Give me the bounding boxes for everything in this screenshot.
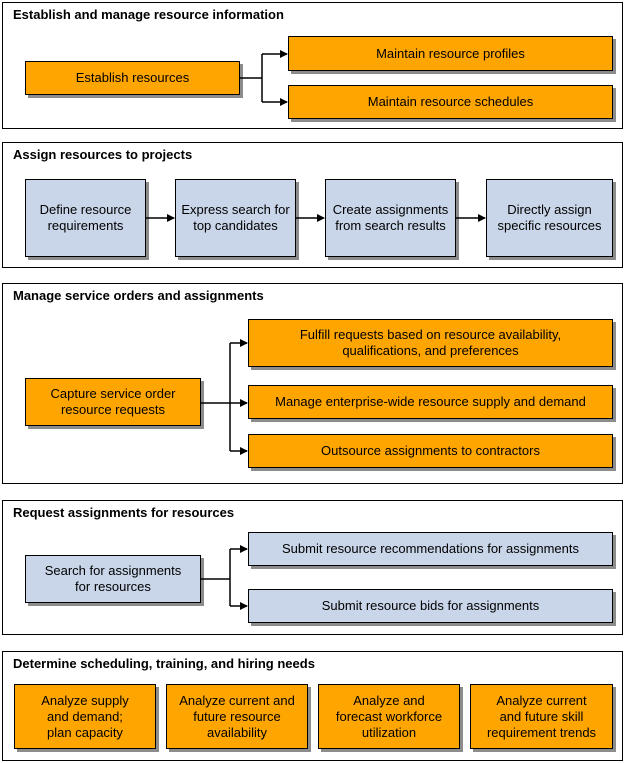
box-label: Submit resource bids for assignments xyxy=(321,598,540,613)
capture-service-order-box[interactable]: Capture service order resource requests xyxy=(25,378,201,426)
box-label: Analyze and forecast workforce utilizati… xyxy=(335,692,443,740)
section-title: Determine scheduling, training, and hiri… xyxy=(13,656,315,671)
maintain-resource-profiles-box[interactable]: Maintain resource profiles xyxy=(288,36,613,71)
box-label: Maintain resource schedules xyxy=(367,94,534,109)
maintain-resource-schedules-box[interactable]: Maintain resource schedules xyxy=(288,85,613,119)
directly-assign-box[interactable]: Directly assign specific resources xyxy=(486,179,613,257)
create-assignments-box[interactable]: Create assignments from search results xyxy=(325,179,456,257)
box-label: Search for assignments for resources xyxy=(44,563,182,594)
box-label: Analyze current and future resource avai… xyxy=(179,692,295,740)
box-label: Submit resource recommendations for assi… xyxy=(282,541,579,556)
search-assignments-box[interactable]: Search for assignments for resources xyxy=(25,555,201,603)
analyze-resource-availability-box[interactable]: Analyze current and future resource avai… xyxy=(166,684,308,749)
analyze-supply-demand-box[interactable]: Analyze supply and demand; plan capacity xyxy=(14,684,156,749)
section-title: Request assignments for resources xyxy=(13,505,235,520)
section-title: Manage service orders and assignments xyxy=(13,288,264,303)
analyze-skill-trends-box[interactable]: Analyze current and future skill require… xyxy=(470,684,613,749)
box-label: Capture service order resource requests xyxy=(50,386,176,417)
submit-recommendations-box[interactable]: Submit resource recommendations for assi… xyxy=(248,532,613,566)
analyze-workforce-utilization-box[interactable]: Analyze and forecast workforce utilizati… xyxy=(318,684,460,749)
define-requirements-box[interactable]: Define resource requirements xyxy=(25,179,146,257)
outsource-assignments-box[interactable]: Outsource assignments to contractors xyxy=(248,434,613,468)
manage-supply-demand-box[interactable]: Manage enterprise-wide resource supply a… xyxy=(248,385,613,419)
box-label: Express search for top candidates xyxy=(181,202,290,233)
box-label: Create assignments from search results xyxy=(332,202,449,233)
box-label: Analyze supply and demand; plan capacity xyxy=(41,692,129,740)
box-label: Establish resources xyxy=(75,70,190,85)
box-label: Define resource requirements xyxy=(39,202,132,233)
submit-bids-box[interactable]: Submit resource bids for assignments xyxy=(248,589,613,623)
establish-resources-box[interactable]: Establish resources xyxy=(25,61,240,95)
box-label: Directly assign specific resources xyxy=(497,202,602,233)
section-title: Assign resources to projects xyxy=(13,147,193,162)
fulfill-requests-box[interactable]: Fulfill requests based on resource avail… xyxy=(248,319,613,367)
box-label: Manage enterprise-wide resource supply a… xyxy=(275,394,586,409)
box-label: Analyze current and future skill require… xyxy=(486,692,597,740)
box-label: Fulfill requests based on resource avail… xyxy=(299,327,562,358)
box-label: Maintain resource profiles xyxy=(376,45,525,61)
box-label: Outsource assignments to contractors xyxy=(321,443,540,458)
express-search-box[interactable]: Express search for top candidates xyxy=(175,179,296,257)
section-title: Establish and manage resource informatio… xyxy=(13,7,284,22)
